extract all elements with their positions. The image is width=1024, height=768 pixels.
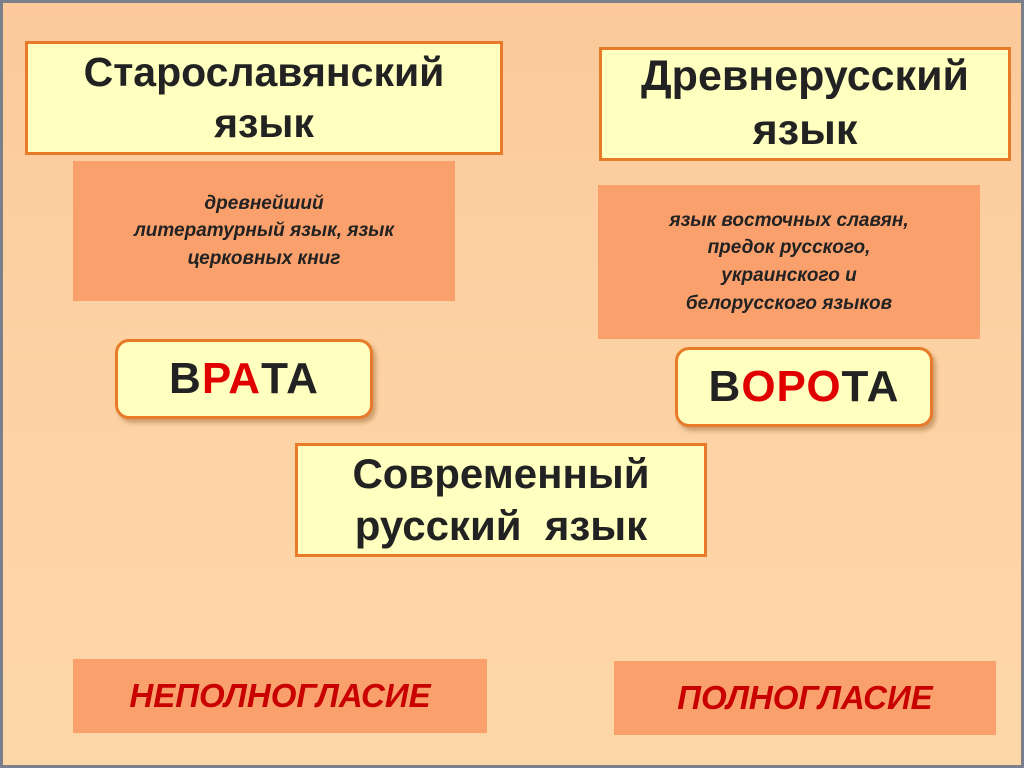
vorota-part1: В (708, 362, 742, 411)
old-church-slavonic-title-line2: язык (214, 100, 314, 146)
old-russian-title-line1: Древнерусский (641, 52, 969, 101)
term-nepolnoglasie-label: НЕПОЛНОГЛАСИЕ (129, 677, 431, 714)
term-polnoglasie: ПОЛНОГЛАСИЕ (614, 661, 996, 735)
ocs-desc-line1: древнейший (204, 192, 324, 214)
or-desc-line4: белорусского языков (685, 292, 893, 314)
ocs-desc-line2: литературный язык, язык (133, 220, 395, 242)
old-russian-description: язык восточных славян, предок русского, … (598, 185, 980, 339)
modern-russian-title-line2: русский язык (354, 502, 648, 549)
modern-russian-title: Современный русский язык (295, 443, 707, 557)
old-russian-title: Древнерусский язык (599, 47, 1011, 161)
or-desc-line1: язык восточных славян, (669, 209, 909, 231)
vrata-part1: В (169, 354, 202, 403)
vrata-part3: ТА (261, 354, 319, 403)
term-nepolnoglasie: НЕПОЛНОГЛАСИЕ (73, 659, 487, 733)
vorota-highlight: ОРО (741, 362, 842, 411)
modern-russian-title-line1: Современный (352, 449, 650, 497)
old-russian-title-line2: язык (752, 106, 858, 154)
ocs-desc-line3: церковных книг (187, 247, 341, 269)
old-church-slavonic-title-line1: Старославянский (83, 48, 445, 95)
term-polnoglasie-label: ПОЛНОГЛАСИЕ (677, 679, 933, 716)
or-desc-line3: украинского и (721, 265, 857, 286)
vrata-highlight: РА (201, 354, 262, 403)
old-church-slavonic-description: древнейший литературный язык, язык церко… (73, 161, 455, 301)
vorota-part3: ТА (841, 362, 900, 411)
or-desc-line2: предок русского, (707, 237, 871, 259)
old-church-slavonic-title: Старославянский язык (25, 41, 503, 155)
